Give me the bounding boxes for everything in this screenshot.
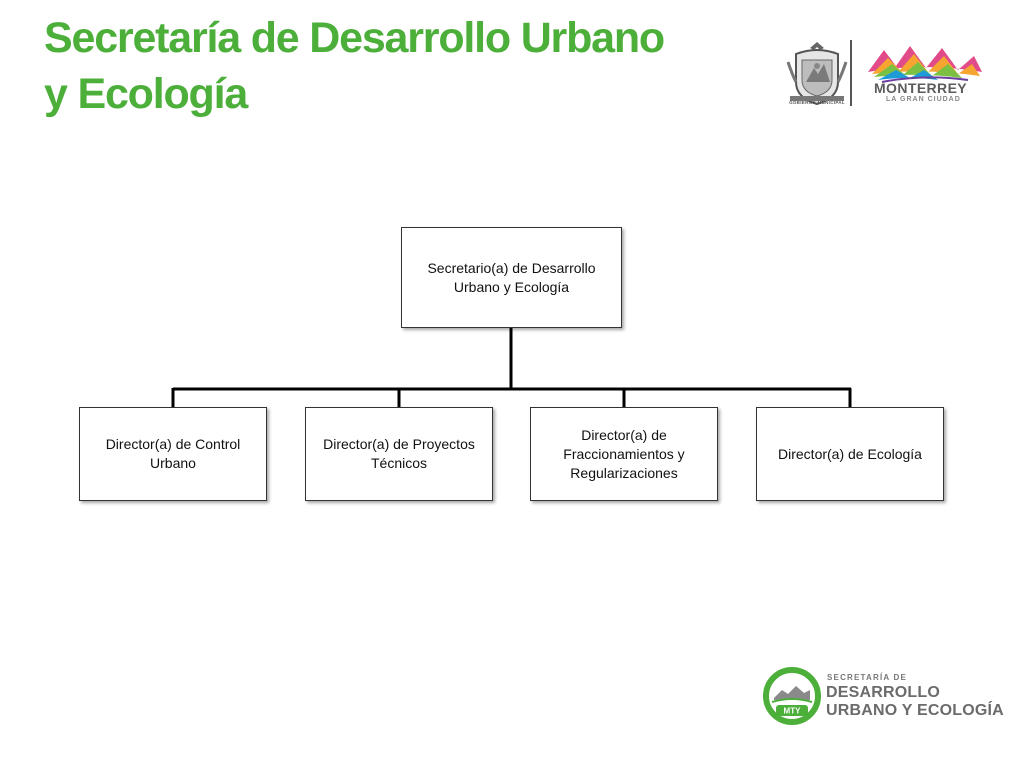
org-node-ecologia: Director(a) de Ecología <box>756 407 944 501</box>
government-caption: GOBIERNO MUNICIPAL <box>789 100 845 105</box>
org-node-fraccionamientos: Director(a) de Fraccionamientos y Regula… <box>530 407 718 501</box>
org-node-proyectos-tecnicos: Director(a) de Proyectos Técnicos <box>305 407 493 501</box>
slide-title-line-1: Secretaría de Desarrollo Urbano <box>44 14 665 62</box>
slide-title: Secretaría de Desarrollo Urbano y Ecolog… <box>44 10 665 122</box>
secretariat-emblem-icon: MTY <box>763 667 821 725</box>
org-node-label: Director(a) de Proyectos Técnicos <box>323 436 475 471</box>
logo-divider <box>850 40 852 106</box>
org-node-label: Secretario(a) de Desarrollo Urbano y Eco… <box>427 259 596 295</box>
slide-title-line-2: y Ecología <box>44 70 248 118</box>
secretariat-small-line: SECRETARÍA DE <box>827 673 908 682</box>
emblem-text: MTY <box>784 707 802 716</box>
city-tagline: LA GRAN CIUDAD <box>886 96 961 103</box>
org-node-label: Director(a) de Fraccionamientos y Regula… <box>563 426 685 481</box>
secretariat-line-2: URBANO Y ECOLOGÍA <box>826 702 1004 719</box>
org-node-label: Director(a) de Ecología <box>778 445 922 462</box>
org-node-label: Director(a) de Control Urbano <box>105 436 241 471</box>
coat-of-arms-icon <box>786 42 848 106</box>
city-name: MONTERREY <box>874 80 968 96</box>
org-node-control-urbano: Director(a) de Control Urbano <box>79 407 267 501</box>
org-node-secretary: Secretario(a) de Desarrollo Urbano y Eco… <box>401 227 622 328</box>
secretariat-line-1: DESARROLLO <box>826 684 940 701</box>
monterrey-logo-icon <box>868 46 982 83</box>
